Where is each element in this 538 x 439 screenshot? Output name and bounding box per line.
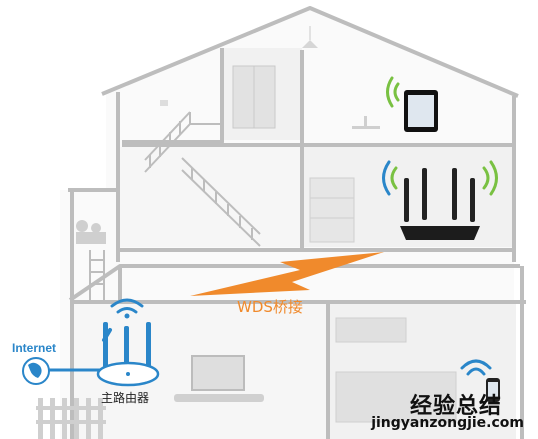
kitchen-cabinets bbox=[335, 317, 457, 423]
house-walls bbox=[68, 6, 526, 439]
watermark-text: 经验总结 bbox=[409, 394, 502, 419]
watermark-url: jingyanzongjie.com bbox=[371, 415, 524, 431]
tablet-icon bbox=[404, 90, 438, 132]
lightning-icon bbox=[190, 252, 384, 296]
router-icon bbox=[400, 168, 480, 240]
bookshelf bbox=[309, 177, 355, 243]
wifi-signal-icon bbox=[110, 298, 144, 319]
wifi-signal-icon bbox=[382, 160, 498, 196]
phone-icon bbox=[486, 378, 500, 402]
wifi-signal-icon bbox=[386, 76, 400, 108]
internet-label: Internet bbox=[12, 341, 57, 355]
wds-bridge-label: WDS桥接 bbox=[237, 298, 303, 316]
staircase-upper bbox=[144, 100, 222, 173]
globe-icon bbox=[22, 357, 50, 385]
balcony-plants bbox=[76, 220, 106, 244]
ceiling-lamp bbox=[302, 26, 318, 48]
wardrobe bbox=[232, 65, 276, 129]
side-table bbox=[352, 116, 380, 129]
staircase-lower bbox=[89, 157, 261, 300]
main-router-label: 主路由器 bbox=[101, 391, 150, 405]
tv bbox=[174, 355, 264, 402]
wifi-signal-icon bbox=[460, 359, 492, 376]
router-icon bbox=[96, 322, 160, 387]
fence bbox=[36, 398, 106, 439]
